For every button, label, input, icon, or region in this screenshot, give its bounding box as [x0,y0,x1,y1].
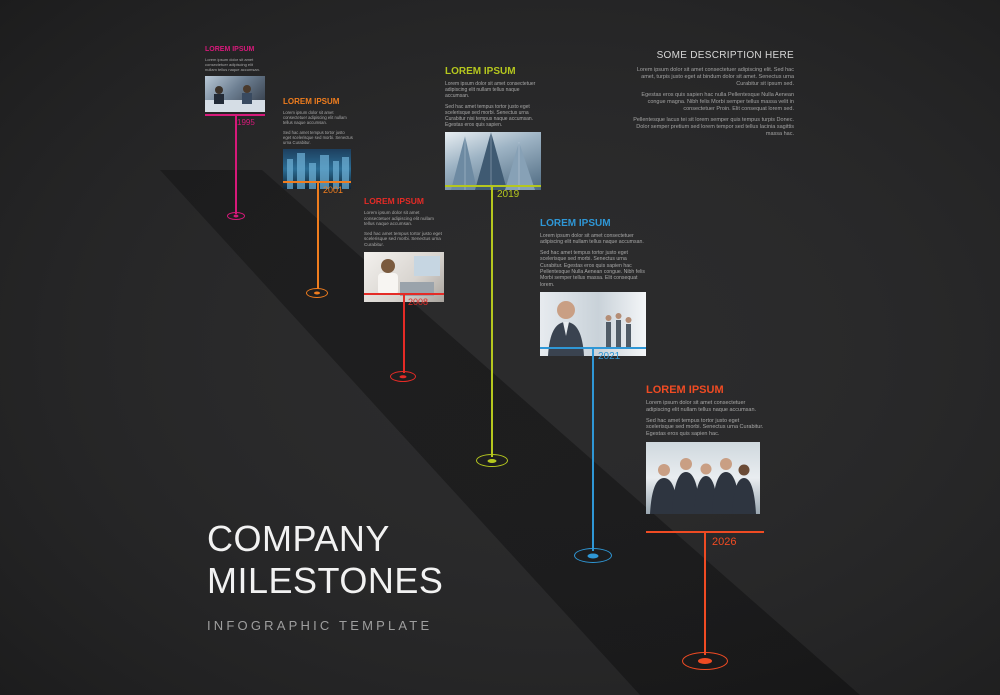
business-team-photo [646,441,760,514]
page-subtitle: INFOGRAPHIC TEMPLATE [207,618,433,633]
milestone-year: 2021 [598,351,621,362]
milestone-2001: LOREM IPSUM Lorem ipsum dolor sit amet c… [283,97,353,298]
milestone-1995: LOREM IPSUM Lorem ipsum dolor sit amet c… [205,46,265,220]
milestone-text: Lorem ipsum dolor sit amet consectetuer … [283,110,347,126]
milestone-title: LOREM IPSUM [646,384,724,396]
description-paragraph: Lorem ipsum dolor sit amet consectetuer … [636,67,794,87]
milestone-text: Sed hac amet tempus tortor justo eget sc… [283,129,353,146]
title-block: COMPANY MILESTONES INFOGRAPHIC TEMPLATE [207,518,443,633]
milestone-stem [704,533,706,655]
description-paragraph: Pellentesque lacus tei sit lorem semper … [633,117,794,137]
milestone-dot [306,288,328,298]
milestone-text: Sed hac amet tempus tortor justo eget sc… [364,230,442,247]
milestone-2008: LOREM IPSUM Lorem ipsum dolor sit amet c… [364,196,444,382]
meeting-photo [205,76,265,112]
milestone-rule [540,347,646,349]
milestone-text: Lorem ipsum dolor sit amet consectetuer … [540,233,644,246]
milestone-rule [283,181,351,183]
milestone-text: Sed hac amet tempus tortor justo eget sc… [445,103,534,129]
milestone-year: 1995 [237,118,255,127]
milestone-2026: LOREM IPSUM Lorem ipsum dolor sit amet c… [646,384,766,670]
milestone-text: Lorem ipsum dolor sit amet consectetuer … [364,210,434,227]
skyscraper-photo [445,132,541,191]
milestone-stem [235,116,237,214]
milestone-text: Sed hac amet tempus tortor justo eget sc… [540,249,645,288]
page-title-line2: MILESTONES [207,560,444,601]
milestone-dot [390,371,416,382]
milestone-2019: LOREM IPSUM Lorem ipsum dolor sit amet c… [445,66,541,467]
milestone-year: 2019 [497,189,520,200]
milestone-title: LOREM IPSUM [445,66,516,77]
milestone-title: LOREM IPSUM [283,97,340,106]
milestone-title: LOREM IPSUM [540,218,611,229]
milestone-rule [646,531,764,533]
milestone-2021: LOREM IPSUM Lorem ipsum dolor sit amet c… [540,218,646,563]
milestone-text: Lorem ipsum dolor sit amet consectetuer … [205,57,260,72]
milestone-dot [682,652,728,670]
milestone-dot [574,548,612,563]
milestone-dot [227,212,245,220]
milestone-title: LOREM IPSUM [364,196,424,206]
milestone-rule [205,114,265,116]
milestone-stem [403,295,405,373]
milestone-stem [592,349,594,551]
milestone-text: Sed hac amet tempus tortor justo eget sc… [646,417,764,438]
milestone-year: 2001 [323,185,344,195]
milestone-dot [476,454,508,467]
description-heading: SOME DESCRIPTION HERE [656,50,794,61]
description-paragraph: Egestas eros quis sapien hac nulla Pelle… [641,92,794,112]
milestone-text: Lorem ipsum dolor sit amet consectetuer … [646,400,757,413]
milestone-rule [445,185,541,187]
page-title-line1: COMPANY [207,518,390,559]
businessman-photo [540,292,646,357]
milestone-year: 2026 [712,536,737,548]
milestone-year: 2008 [408,297,429,307]
milestone-stem [491,187,493,457]
milestone-text: Lorem ipsum dolor sit amet consectetuer … [445,81,536,100]
milestone-stem [317,183,319,289]
milestone-title: LOREM IPSUM [205,46,255,53]
description-block: SOME DESCRIPTION HERE Lorem ipsum dolor … [628,50,794,142]
milestone-rule [364,293,444,295]
